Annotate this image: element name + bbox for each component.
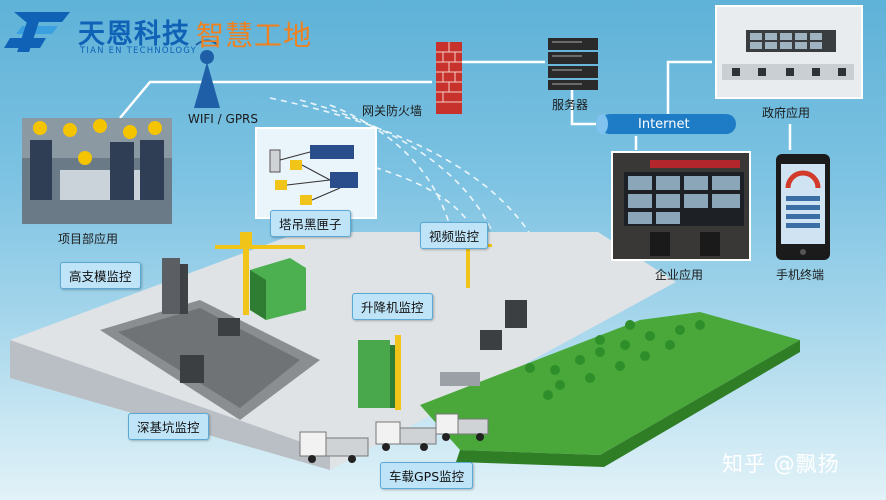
building-green — [250, 258, 306, 320]
server-icon — [548, 38, 598, 90]
wifi-tower-icon — [194, 39, 220, 108]
watermark: 知乎 @飘扬 — [722, 452, 840, 476]
brand-english-name: TIAN EN TECHNOLOGY — [80, 46, 198, 56]
high-formwork-tag: 高支模监控 — [60, 262, 141, 289]
building-gray — [162, 258, 188, 314]
server-label: 服务器 — [552, 98, 589, 112]
truck-3 — [435, 413, 489, 441]
tower-crane-icon — [215, 232, 305, 315]
brand-logo-mark — [4, 12, 70, 52]
mobile-phone-icon — [776, 154, 830, 260]
project-photo-art — [22, 118, 172, 224]
firewall-icon — [436, 42, 462, 114]
wifi-label: WIFI / GPRS — [188, 112, 259, 126]
truck-2 — [375, 421, 437, 451]
firewall-label: 网关防火墙 — [362, 104, 423, 118]
trees — [525, 320, 705, 400]
project-label: 项目部应用 — [58, 232, 119, 246]
internet-pipe — [596, 114, 736, 134]
brand-tagline: 智慧工地 — [196, 19, 313, 52]
enterprise-label: 企业应用 — [655, 268, 704, 282]
brand-name: 天恩科技 — [78, 19, 190, 50]
crane-blackbox-tag: 塔吊黑匣子 — [270, 210, 351, 237]
government-photo-art — [715, 5, 863, 99]
elevator-monitor-tag: 升降机监控 — [352, 293, 433, 320]
blackbox-panel-art — [255, 127, 377, 219]
pit-monitor-tag: 深基坑监控 — [128, 413, 209, 440]
government-label: 政府应用 — [762, 106, 811, 120]
mobile-label: 手机终端 — [776, 268, 825, 282]
elevator-building — [358, 335, 401, 410]
video-monitor-tag: 视频监控 — [420, 222, 489, 249]
internet-label: Internet — [638, 117, 690, 132]
enterprise-photo-art — [611, 151, 751, 261]
gps-monitor-tag: 车载GPS监控 — [380, 462, 474, 489]
grass-area — [420, 312, 800, 455]
truck-1 — [299, 431, 369, 463]
